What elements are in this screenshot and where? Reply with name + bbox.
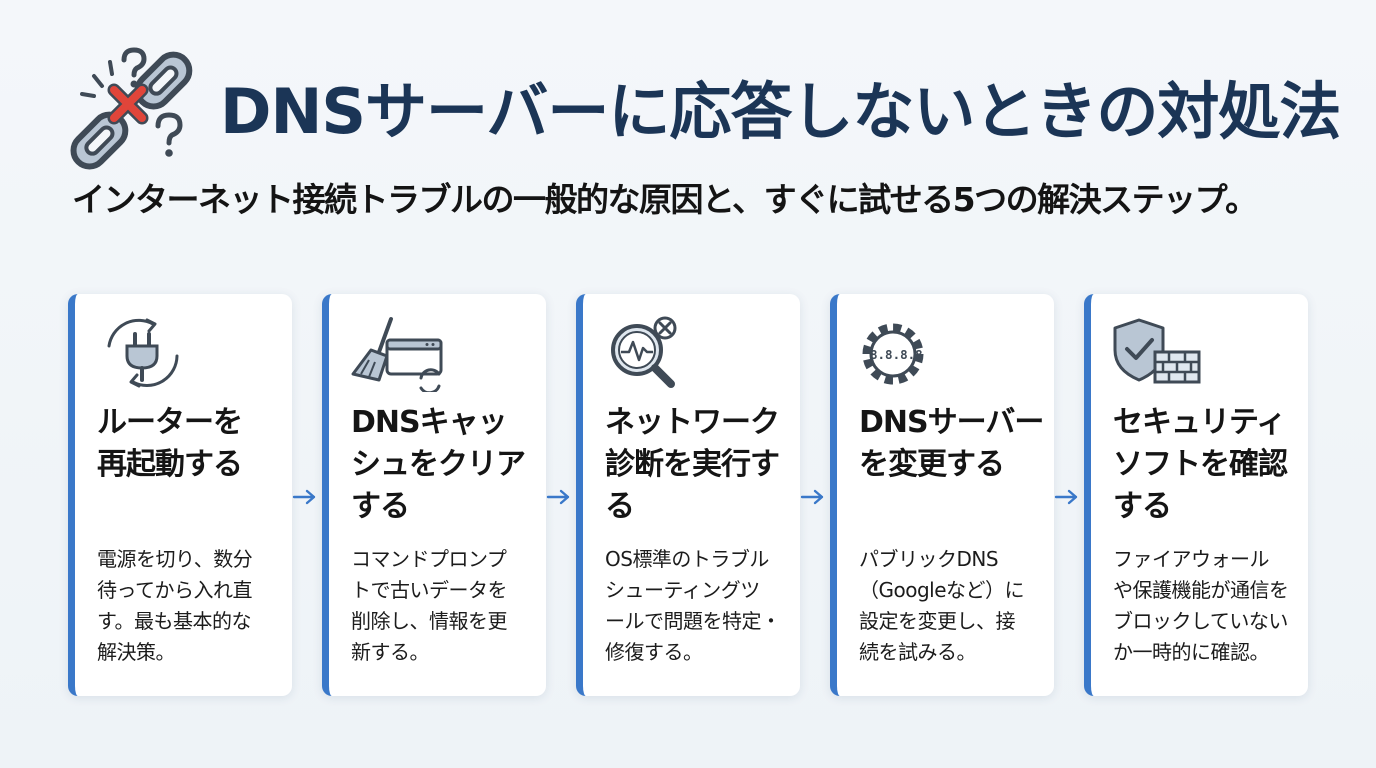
step-description: コマンドプロンプ トで古いデータを 削除し、情報を更 新する。 (351, 547, 508, 664)
arrow-right-icon (546, 489, 570, 505)
step-title: DNSサーバー を変更する (859, 405, 1044, 482)
svg-text:8.8.8.8: 8.8.8.8 (870, 347, 923, 362)
plug-restart-icon (107, 318, 179, 388)
arrow-right-icon (292, 489, 316, 505)
arrow-right-icon (800, 489, 824, 505)
magnifier-diagnostic-icon (611, 316, 677, 388)
step-card-check-security-software: セキュリティ ソフトを確認 する ファイアウォール や保護機能が通信を ブロック… (1084, 294, 1308, 696)
step-title: セキュリティ ソフトを確認 する (1113, 405, 1288, 524)
step-title: DNSキャッ シュをクリア する (351, 405, 526, 524)
page-subtitle: インターネット接続トラブルの一般的な原因と、すぐに試せる5つの解決ステップ。 (72, 180, 1258, 219)
page-title: DNSサーバーに応答しないときの対処法 (220, 75, 1341, 148)
step-description: 電源を切り、数分 待ってから入れ直 す。最も基本的な 解決策。 (97, 547, 253, 664)
step-description: OS標準のトラブル シューティングツ ールで問題を特定・ 修復する。 (605, 547, 781, 664)
step-card-network-diagnostics: ネットワーク 診断を実行す る OS標準のトラブル シューティングツ ールで問題… (576, 294, 800, 696)
step-title: ルーターを 再起動する (97, 405, 243, 482)
step-card-change-dns-server: 8.8.8.8 DNSサーバー を変更する パブリックDNS （Googleなど… (830, 294, 1054, 696)
step-description: パブリックDNS （Googleなど）に 設定を変更し、接 続を試みる。 (859, 547, 1025, 664)
step-card-restart-router: ルーターを 再起動する 電源を切り、数分 待ってから入れ直 す。最も基本的な 解… (68, 294, 292, 696)
broken-link-icon (70, 47, 193, 170)
step-card-clear-dns-cache: DNSキャッ シュをクリア する コマンドプロンプ トで古いデータを 削除し、情… (322, 294, 546, 696)
step-description: ファイアウォール や保護機能が通信を ブロックしていない か一時的に確認。 (1113, 547, 1289, 664)
broom-cache-icon (351, 317, 443, 392)
arrow-right-icon (1054, 489, 1078, 505)
shield-firewall-icon (1113, 318, 1201, 384)
gear-dns-icon: 8.8.8.8 (862, 323, 924, 385)
steps-row: ルーターを 再起動する 電源を切り、数分 待ってから入れ直 す。最も基本的な 解… (68, 294, 1308, 696)
step-title: ネットワーク 診断を実行す る (605, 405, 780, 524)
